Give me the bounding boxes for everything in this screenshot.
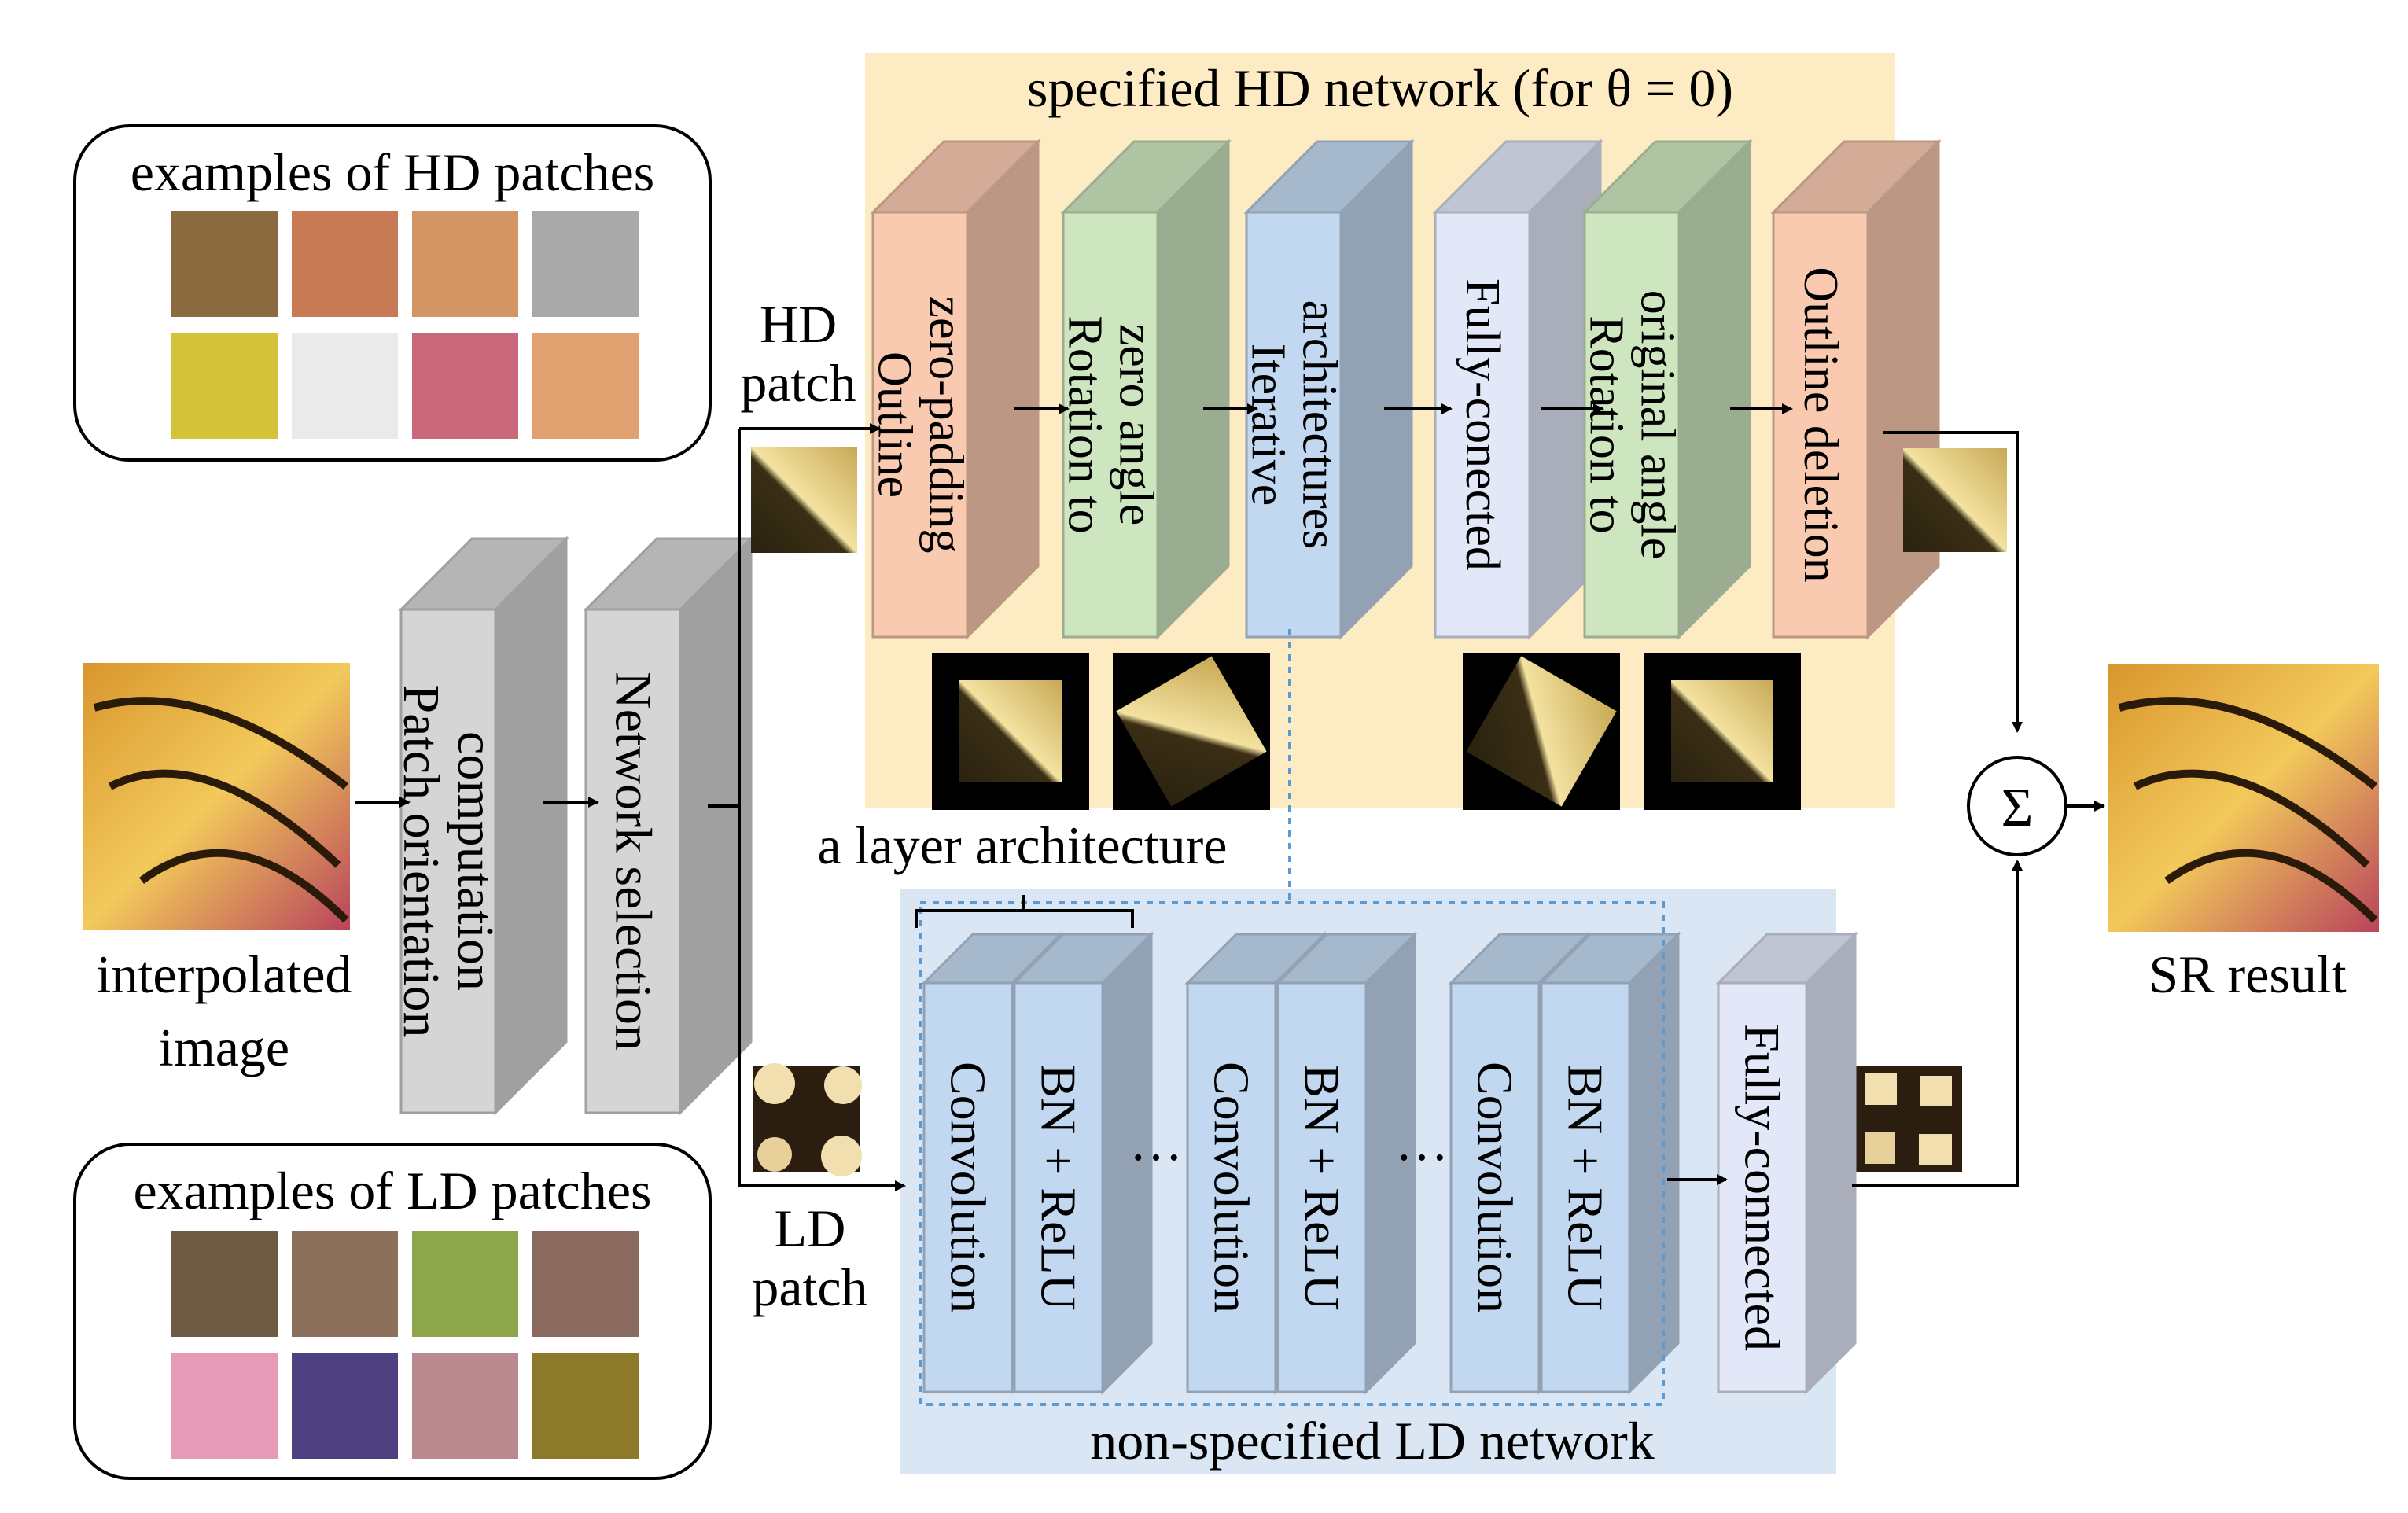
layer-architecture-label: a layer architecture — [818, 815, 1228, 875]
hd-layer-0-label-1: zero-padding — [919, 296, 973, 553]
ld-example-swatch-2 — [412, 1231, 518, 1337]
layer-architecture-brace — [915, 895, 1134, 928]
hd-layer-2-label-0: Iterative — [1241, 344, 1294, 506]
hd-example-swatch-3 — [532, 211, 639, 317]
hd-network-title: specified HD network (for θ = 0) — [1027, 58, 1733, 118]
hd-layer-0-label-0: Outline — [867, 352, 921, 498]
ld-layer-6-label-0: Fully-connected — [1735, 1024, 1791, 1351]
hd-example-swatch-2 — [412, 211, 518, 317]
hd-patch-label-line1: HD — [760, 294, 837, 354]
hd-example-swatch-1 — [292, 211, 398, 317]
ld-example-swatch-1 — [292, 1231, 398, 1337]
ld-ellipsis-2: … — [1395, 1112, 1449, 1172]
patch-orientation-block-label-1: computation — [447, 731, 504, 991]
ld-example-swatch-0 — [171, 1231, 278, 1337]
ld-patch-label-line1: LD — [775, 1198, 846, 1258]
hd-layer-3-label-0: Fully-conected — [1456, 278, 1509, 571]
hd-example-swatch-0 — [171, 211, 278, 317]
network-selection-block-label-0: Network selection — [605, 672, 662, 1051]
hd-example-swatches — [171, 211, 639, 439]
hd-example-swatch-6 — [412, 333, 518, 439]
hd-example-swatch-4 — [171, 333, 278, 439]
input-label-line1: interpolated — [97, 944, 352, 1004]
hd-layer-1-label-1: zero angle — [1110, 324, 1163, 525]
ld-examples-title: examples of LD patches — [134, 1161, 652, 1220]
ld-layer-6: Fully-connected — [1715, 931, 1858, 1395]
hd-layer-5-label-0: Outline deletion — [1794, 267, 1847, 582]
ld-network-layers: Convolution BN + ReLU Convolution BN + ReLU… — [921, 931, 1858, 1395]
sr-butterfly-veins — [2118, 697, 2378, 923]
hd-input-patch-thumb — [751, 447, 857, 553]
ld-network-title: non-specified LD network — [1090, 1411, 1655, 1471]
ld-layer-5: BN + ReLU — [1538, 931, 1681, 1395]
ld-layer-0-label-0: Convolution — [941, 1062, 996, 1313]
ld-layer-1-label-0: BN + ReLU — [1031, 1064, 1087, 1310]
sum-node — [1967, 756, 2067, 856]
ld-patch-label-line2: patch — [752, 1257, 867, 1317]
ld-input-patch-thumb — [753, 1063, 862, 1176]
ld-example-swatch-7 — [532, 1353, 639, 1459]
ld-example-swatch-6 — [412, 1353, 518, 1459]
layer-architecture-dotted-box — [919, 901, 1665, 1406]
hd-example-swatch-5 — [292, 333, 398, 439]
ld-layer-3-label-0: BN + ReLU — [1294, 1064, 1350, 1310]
hd-examples-title: examples of HD patches — [131, 142, 655, 202]
hd-layer-4-label-0: Rotation to — [1579, 315, 1633, 533]
ld-example-swatch-3 — [532, 1231, 639, 1337]
ld-example-swatch-4 — [171, 1353, 278, 1459]
ld-layer-5-label-0: BN + ReLU — [1558, 1064, 1614, 1310]
hd-layer-2-label-1: architectures — [1293, 300, 1346, 550]
ld-layer-1: BN + ReLU — [1011, 931, 1154, 1395]
ld-example-swatches — [171, 1231, 639, 1459]
connectors — [355, 403, 2105, 1191]
ld-example-swatch-5 — [292, 1353, 398, 1459]
sr-result-label: SR result — [2148, 944, 2346, 1004]
ld-output-patch-thumb — [1856, 1066, 1962, 1172]
network-selection-block: Network selection — [583, 536, 754, 1116]
hd-layer-3: Fully-conected — [1432, 138, 1603, 640]
ld-layer-4-label-0: Convolution — [1467, 1062, 1523, 1313]
hd-output-patch-thumb — [1903, 448, 2007, 552]
ld-ellipsis-1: … — [1129, 1112, 1183, 1172]
hd-layer-5: Outline deletion — [1770, 138, 1942, 640]
ld-layer-2-label-0: Convolution — [1204, 1062, 1260, 1313]
hd-layer-1-label-0: Rotation to — [1058, 315, 1111, 533]
hd-layer-4-label-1: original angle — [1631, 290, 1684, 560]
hd-example-swatch-7 — [532, 333, 639, 439]
input-label-line2: image — [159, 1018, 289, 1077]
patch-orientation-block-label-0: Patch orientation — [392, 684, 450, 1037]
hd-intermediate-thumbs — [932, 653, 1801, 810]
sum-symbol: Σ — [2001, 778, 2034, 838]
butterfly-veins — [93, 697, 349, 923]
hd-patch-label-line2: patch — [740, 353, 856, 413]
ld-layer-3: BN + ReLU — [1275, 931, 1418, 1395]
